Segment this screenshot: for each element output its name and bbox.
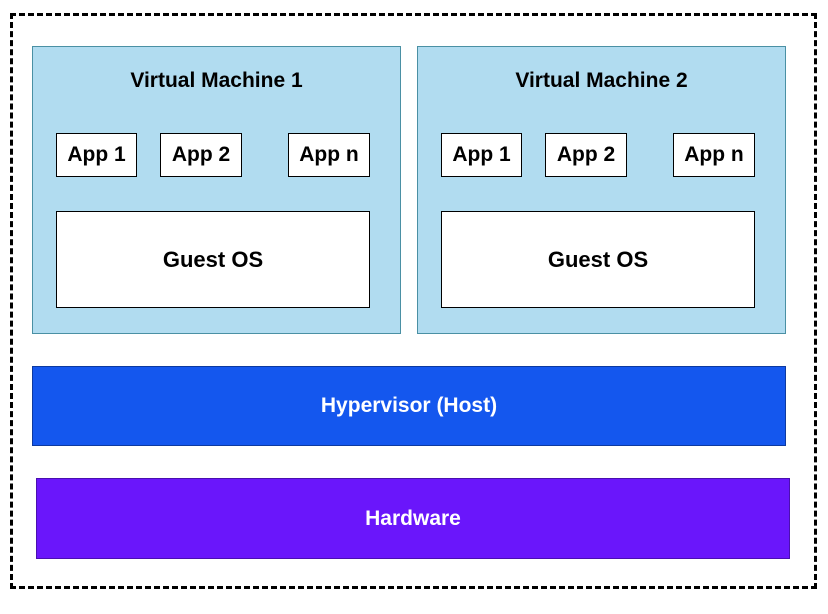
host-boundary	[10, 13, 817, 589]
app-box-2: App 2	[160, 133, 242, 177]
hardware-layer: Hardware	[36, 478, 790, 559]
virtual-machine-2: Virtual Machine 2 App 1 App 2 App n Gues…	[417, 46, 786, 334]
guest-os-box: Guest OS	[441, 211, 755, 308]
guest-os-box: Guest OS	[56, 211, 370, 308]
app-box-1: App 1	[441, 133, 522, 177]
virtual-machine-1: Virtual Machine 1 App 1 App 2 App n Gues…	[32, 46, 401, 334]
app-box-2: App 2	[545, 133, 627, 177]
app-box-n: App n	[673, 133, 755, 177]
hypervisor-layer: Hypervisor (Host)	[32, 366, 786, 446]
app-box-1: App 1	[56, 133, 137, 177]
vm-title: Virtual Machine 2	[515, 69, 688, 92]
vm-title: Virtual Machine 1	[130, 69, 303, 92]
app-box-n: App n	[288, 133, 370, 177]
